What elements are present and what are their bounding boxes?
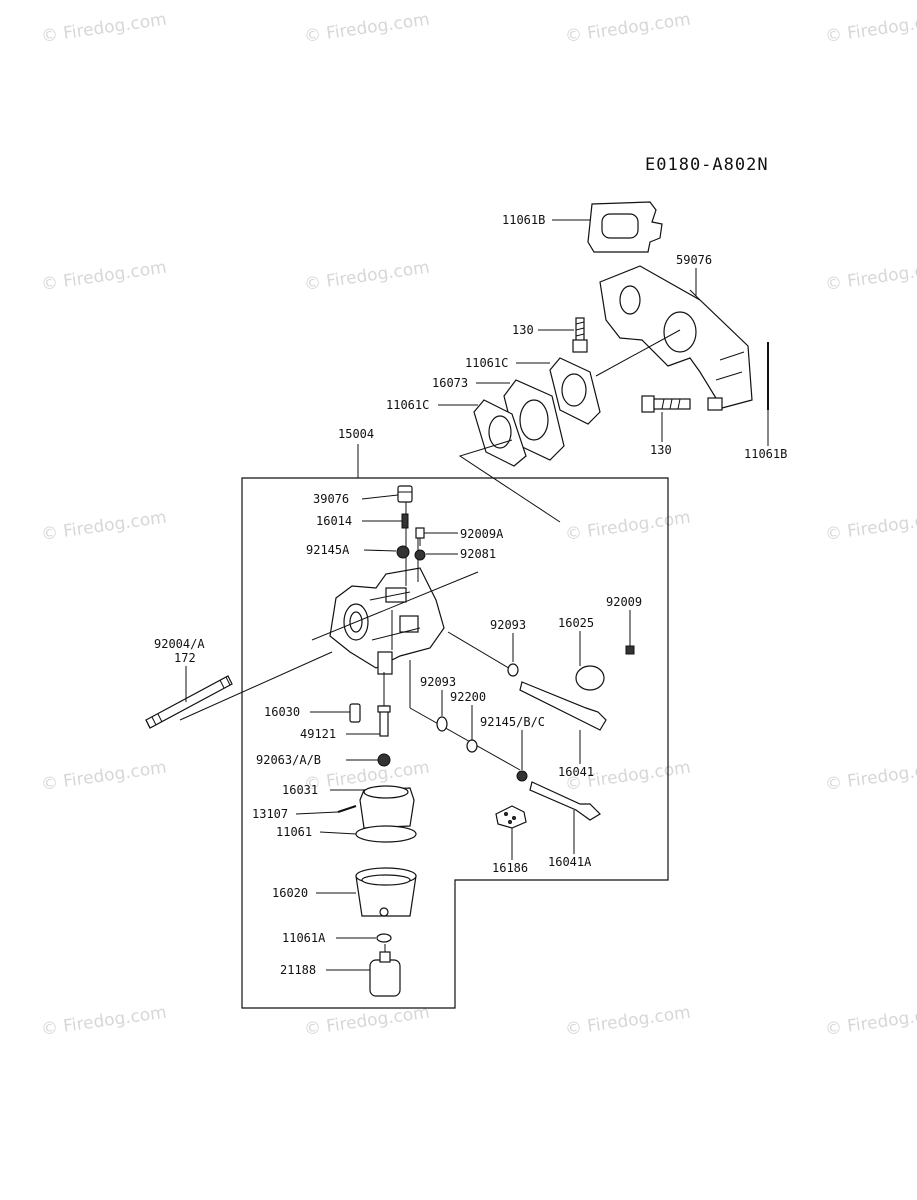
- bolt-130-right[interactable]: [641, 395, 723, 413]
- watermark: © Firedog.com: [40, 758, 168, 795]
- labels: 11061B 59076 130 11061C 16073 11061C 130…: [154, 213, 787, 977]
- part-13107-pin[interactable]: [337, 805, 357, 813]
- watermark: © Firedog.com: [824, 758, 917, 795]
- part-label: 11061B: [502, 213, 545, 227]
- part-label: 92009: [606, 595, 642, 609]
- part-label: 92093: [490, 618, 526, 632]
- watermark: © Firedog.com: [824, 258, 917, 295]
- part-label: 16031: [282, 783, 318, 797]
- part-label: 92093: [420, 675, 456, 689]
- part-label: 92200: [450, 690, 486, 704]
- manifold-port: [663, 311, 697, 353]
- part-16014[interactable]: [401, 513, 409, 529]
- part-92009[interactable]: [625, 645, 635, 655]
- part-label: 16041A: [548, 855, 592, 869]
- watermark: © Firedog.com: [824, 508, 917, 545]
- watermark: © Firedog.com: [824, 10, 917, 47]
- part-label: 16186: [492, 861, 528, 875]
- part-label: 92063/A/B: [256, 753, 321, 767]
- part-label: 130: [512, 323, 534, 337]
- part-16030[interactable]: [349, 703, 361, 723]
- part-label: 11061B: [744, 447, 787, 461]
- part-label: 130: [650, 443, 672, 457]
- diagram-code: E0180-A802N: [645, 155, 769, 175]
- part-16041a[interactable]: [529, 781, 601, 821]
- part-label: 92145A: [306, 543, 350, 557]
- part-label: 92009A: [460, 527, 504, 541]
- part-label: 92145/B/C: [480, 715, 545, 729]
- part-11061-oring[interactable]: [355, 825, 417, 843]
- part-label: 59076: [676, 253, 712, 267]
- watermark: © Firedog.com: [303, 258, 431, 295]
- part-label: 16030: [264, 705, 300, 719]
- part-49121[interactable]: [377, 705, 391, 737]
- watermark: © Firedog.com: [564, 1003, 692, 1040]
- part-label: 13107: [252, 807, 288, 821]
- gasket-11061b-top-hole: [601, 213, 639, 239]
- gasket-11061c-lower[interactable]: [473, 399, 527, 467]
- watermark: © Firedog.com: [564, 10, 692, 47]
- part-label: 172: [174, 651, 196, 665]
- manifold-group: [458, 201, 769, 523]
- watermark: © Firedog.com: [303, 10, 431, 47]
- gasket-11061c-upper[interactable]: [549, 357, 601, 425]
- part-label: 16041: [558, 765, 594, 779]
- watermark: © Firedog.com: [564, 508, 692, 545]
- watermark: © Firedog.com: [40, 1003, 168, 1040]
- part-label: 16025: [558, 616, 594, 630]
- part-label: 11061A: [282, 931, 326, 945]
- part-label: 92004/A: [154, 637, 205, 651]
- part-16041[interactable]: [519, 681, 607, 731]
- part-92009a[interactable]: [415, 527, 425, 546]
- part-92093-lower[interactable]: [436, 716, 448, 732]
- carburetor-body[interactable]: [329, 567, 445, 675]
- part-label: 21188: [280, 963, 316, 977]
- part-16025[interactable]: [575, 665, 605, 691]
- part-11061a-washer[interactable]: [376, 933, 392, 943]
- part-39076[interactable]: [397, 485, 413, 503]
- part-92063ab[interactable]: [377, 753, 391, 767]
- part-label: 11061C: [465, 356, 508, 370]
- part-label: 15004: [338, 427, 374, 441]
- part-92200[interactable]: [466, 739, 478, 753]
- manifold-port: [619, 285, 641, 315]
- part-16020-bowl[interactable]: [355, 867, 417, 917]
- part-92145bc[interactable]: [516, 770, 528, 782]
- part-label: 49121: [300, 727, 336, 741]
- part-16031-float[interactable]: [359, 785, 415, 829]
- part-label: 11061: [276, 825, 312, 839]
- part-label: 11061C: [386, 398, 429, 412]
- carburetor-kit-boundary: [241, 477, 669, 1009]
- watermark-layer: © Firedog.com © Firedog.com © Firedog.co…: [40, 10, 917, 1040]
- watermark: © Firedog.com: [40, 10, 168, 47]
- part-label: 16020: [272, 886, 308, 900]
- part-92004a-screw[interactable]: [145, 675, 233, 729]
- part-label: 92081: [460, 547, 496, 561]
- part-16186[interactable]: [495, 805, 527, 829]
- part-label: 16073: [432, 376, 468, 390]
- part-92093-upper[interactable]: [507, 663, 519, 677]
- watermark: © Firedog.com: [40, 508, 168, 545]
- part-92145a[interactable]: [396, 545, 410, 559]
- part-label: 16014: [316, 514, 352, 528]
- bolt-130-left[interactable]: [572, 317, 588, 353]
- watermark: © Firedog.com: [824, 1003, 917, 1040]
- watermark: © Firedog.com: [40, 258, 168, 295]
- part-21188-solenoid[interactable]: [369, 944, 401, 997]
- part-92081[interactable]: [414, 549, 426, 561]
- part-label: 39076: [313, 492, 349, 506]
